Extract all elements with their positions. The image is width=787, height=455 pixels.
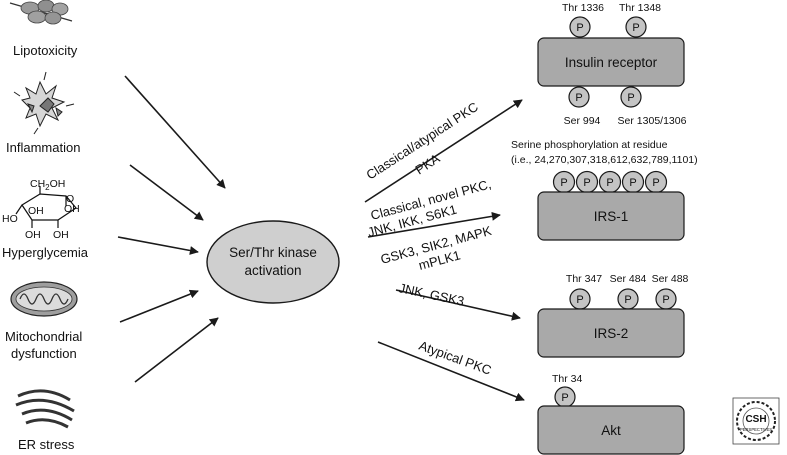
phospho-label: P	[576, 22, 583, 34]
irs2-site-thr347: Thr 347	[566, 273, 602, 285]
kinase-label-line2: activation	[244, 263, 301, 278]
irs1-box	[537, 191, 685, 241]
irs2-pathway-label: JNK, GSK3	[397, 280, 465, 308]
insulin-receptor-pathway-arrow	[364, 99, 523, 203]
oh-label: OH	[25, 229, 41, 241]
insulin-receptor-site-ser994: Ser 994	[564, 115, 601, 127]
irs2-box	[537, 308, 685, 358]
hyperglycemia-label: Hyperglycemia	[2, 245, 89, 260]
mitochondrial-arrow	[119, 289, 199, 323]
insulin-receptor-box	[537, 37, 685, 87]
csh-perspectives-logo: CSH PERSPECTIVES	[732, 397, 780, 445]
ch2oh-label: CH2OH	[30, 178, 65, 192]
akt-pathway-label: Atypical PKC	[417, 338, 493, 378]
inflammation-arrow	[129, 164, 204, 221]
akt-pathway-arrow	[377, 341, 525, 402]
inflammation-label: Inflammation	[6, 140, 80, 155]
irs2-pathway-arrow	[395, 289, 521, 321]
phospho-label: P	[583, 177, 590, 189]
phospho-label: P	[627, 92, 634, 104]
insulin-receptor-site-thr1336: Thr 1336	[562, 2, 604, 14]
endoplasmic-reticulum-icon	[15, 389, 75, 429]
ring-oxygen-label: O	[66, 193, 74, 205]
irs1-label: IRS-1	[594, 209, 629, 224]
glucose-icon	[15, 186, 77, 228]
irs2-label: IRS-2	[594, 326, 629, 341]
phospho-label: P	[624, 294, 631, 306]
oh-label: OH	[53, 229, 69, 241]
irs1-note-line2: (i.e., 24,270,307,318,612,632,789,1101)	[511, 154, 698, 166]
hyperglycemia-arrow	[117, 236, 199, 255]
ho-label: HO	[2, 213, 18, 225]
kinase-activation-node	[206, 220, 340, 304]
phospho-label: P	[575, 92, 582, 104]
phospho-label: P	[662, 294, 669, 306]
oh-label: OH	[28, 205, 44, 217]
akt-site-thr34: Thr 34	[552, 373, 583, 385]
akt-box	[537, 405, 685, 455]
irs2-site-ser488: Ser 488	[652, 273, 689, 285]
irs1-phospho-group: P P P P P	[552, 170, 668, 194]
phospho-label: P	[561, 392, 568, 404]
irs2-site-ser484: Ser 484	[610, 273, 647, 285]
irs1-pathway-arrow	[367, 211, 501, 238]
logo-text: CSH	[745, 414, 766, 425]
er-stress-arrow	[134, 317, 219, 383]
irs1-note-line1: Serine phosphorylation at residue	[511, 139, 668, 151]
phospho-circle	[625, 16, 647, 38]
phospho-label: P	[576, 294, 583, 306]
phospho-label: P	[560, 177, 567, 189]
phospho-label: P	[606, 177, 613, 189]
phospho-label: P	[632, 22, 639, 34]
lipotoxicity-label: Lipotoxicity	[13, 43, 78, 58]
oh-label: OH	[64, 203, 80, 215]
lipotoxicity-arrow	[124, 75, 226, 189]
insulin-receptor-site-thr1348: Thr 1348	[619, 2, 661, 14]
insulin-receptor-site-ser1305: Ser 1305/1306	[618, 115, 687, 127]
inflammatory-cells-icon	[13, 71, 75, 135]
mitochondrion-icon	[10, 281, 78, 317]
phospho-label: P	[629, 177, 636, 189]
phospho-circle	[568, 86, 590, 108]
lipid-droplets-icon	[9, 0, 73, 25]
logo-subtext: PERSPECTIVES	[740, 427, 772, 432]
kinase-label-line1: Ser/Thr kinase	[229, 245, 317, 260]
phospho-circle	[569, 16, 591, 38]
mitochondrial-label-line2: dysfunction	[11, 346, 77, 361]
er-stress-label: ER stress	[18, 437, 75, 452]
akt-label: Akt	[601, 423, 621, 438]
phospho-label: P	[652, 177, 659, 189]
phospho-circle	[620, 86, 642, 108]
mitochondrial-label-line1: Mitochondrial	[5, 329, 82, 344]
insulin-receptor-label: Insulin receptor	[565, 55, 658, 70]
